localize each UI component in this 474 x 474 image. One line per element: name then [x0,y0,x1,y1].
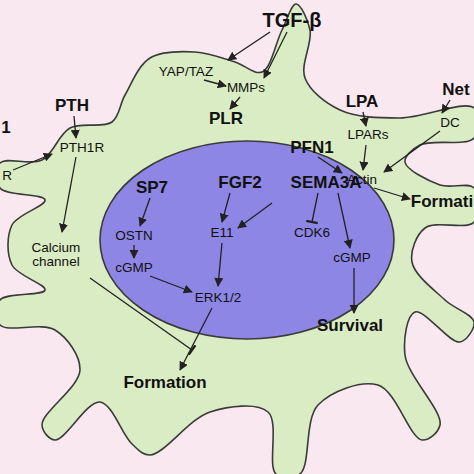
signal-label: 1 [1,119,10,137]
molecule-label: SEMA3A [291,174,362,192]
molecule-label: ERK1/2 [195,291,242,305]
activation-arrow [228,32,270,60]
molecule-label: Formation [123,374,206,392]
molecule-label: cGMP [115,261,153,275]
molecule-label: R [2,169,12,183]
cell-membrane [0,4,474,474]
molecule-label: Formati [411,193,473,211]
molecule-label: SP7 [136,179,168,197]
nucleus-membrane [100,141,394,339]
molecule-label: PLR [209,110,243,128]
signal-label: PTH [55,97,89,115]
molecule-label: cGMP [333,251,371,265]
molecule-label: YAP/TAZ [159,65,213,79]
nucleus: SP7FGF2SEMA3AOSTNcGMPE11CDK6cGMP [99,140,395,340]
molecule-label: Survival [317,317,383,335]
molecule-label: LPARs [347,128,388,142]
molecule-label: Calcium channel [19,241,93,269]
molecule-label: PTH1R [60,141,104,155]
molecule-label: MMPs [227,81,265,95]
molecule-label: FGF2 [218,174,261,192]
molecule-label: OSTN [115,229,153,243]
molecule-label: E11 [210,226,233,240]
molecule-label: PFN1 [290,139,333,157]
signal-label: LPA [346,93,379,111]
molecule-label: DC [440,116,460,130]
signal-label: TGF-β [263,10,322,31]
signal-label: Net [442,81,469,99]
molecule-label: CDK6 [294,226,330,240]
